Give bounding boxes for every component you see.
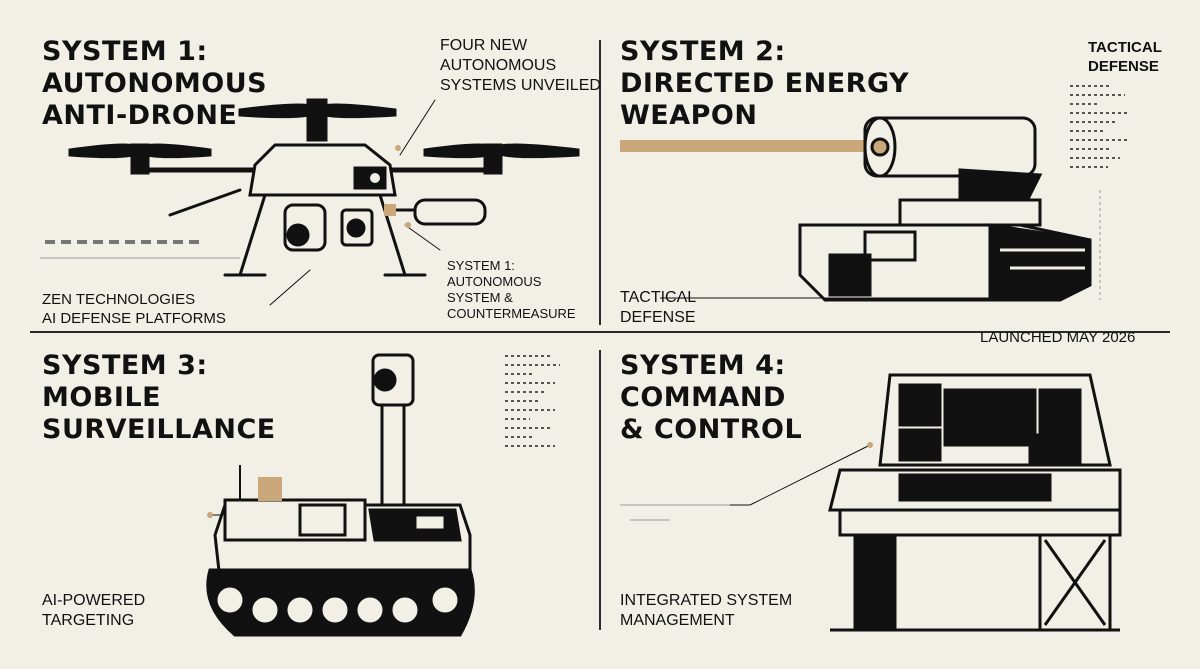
system1-callout-top: FOUR NEW AUTONOMOUS SYSTEMS UNVEILED [440,37,601,94]
code-snippet [505,355,565,454]
system1-callout-mid: SYSTEM 1: AUTONOMOUS SYSTEM & COUNTERMEA… [447,258,576,321]
drone-icon [40,98,580,306]
system2-caption: TACTICAL DEFENSE [620,289,697,326]
surveillance-vehicle-icon [206,353,475,637]
system1-title: SYSTEM 1: AUTONOMOUS ANTI-DRONE [42,36,268,131]
system3-title: SYSTEM 3: MOBILE SURVEILLANCE [42,350,276,445]
system2-corner-label: TACTICAL DEFENSE [1088,39,1162,75]
command-console-icon [620,373,1122,632]
laser-turret-icon [620,116,1101,302]
system3-caption: AI-POWERED TARGETING [42,592,146,629]
system2-title: SYSTEM 2: DIRECTED ENERGY WEAPON [620,36,910,131]
launch-date: LAUNCHED MAY 2026 [980,329,1136,346]
horizontal-divider [30,331,1170,333]
system4-title: SYSTEM 4: COMMAND & CONTROL [620,350,803,445]
system4-caption: INTEGRATED SYSTEM MANAGEMENT [620,592,793,629]
vertical-divider [599,40,601,325]
code-snippet [1070,85,1140,175]
vertical-divider-lower [599,350,601,630]
system1-caption: ZEN TECHNOLOGIES AI DEFENSE PLATFORMS [42,291,226,327]
